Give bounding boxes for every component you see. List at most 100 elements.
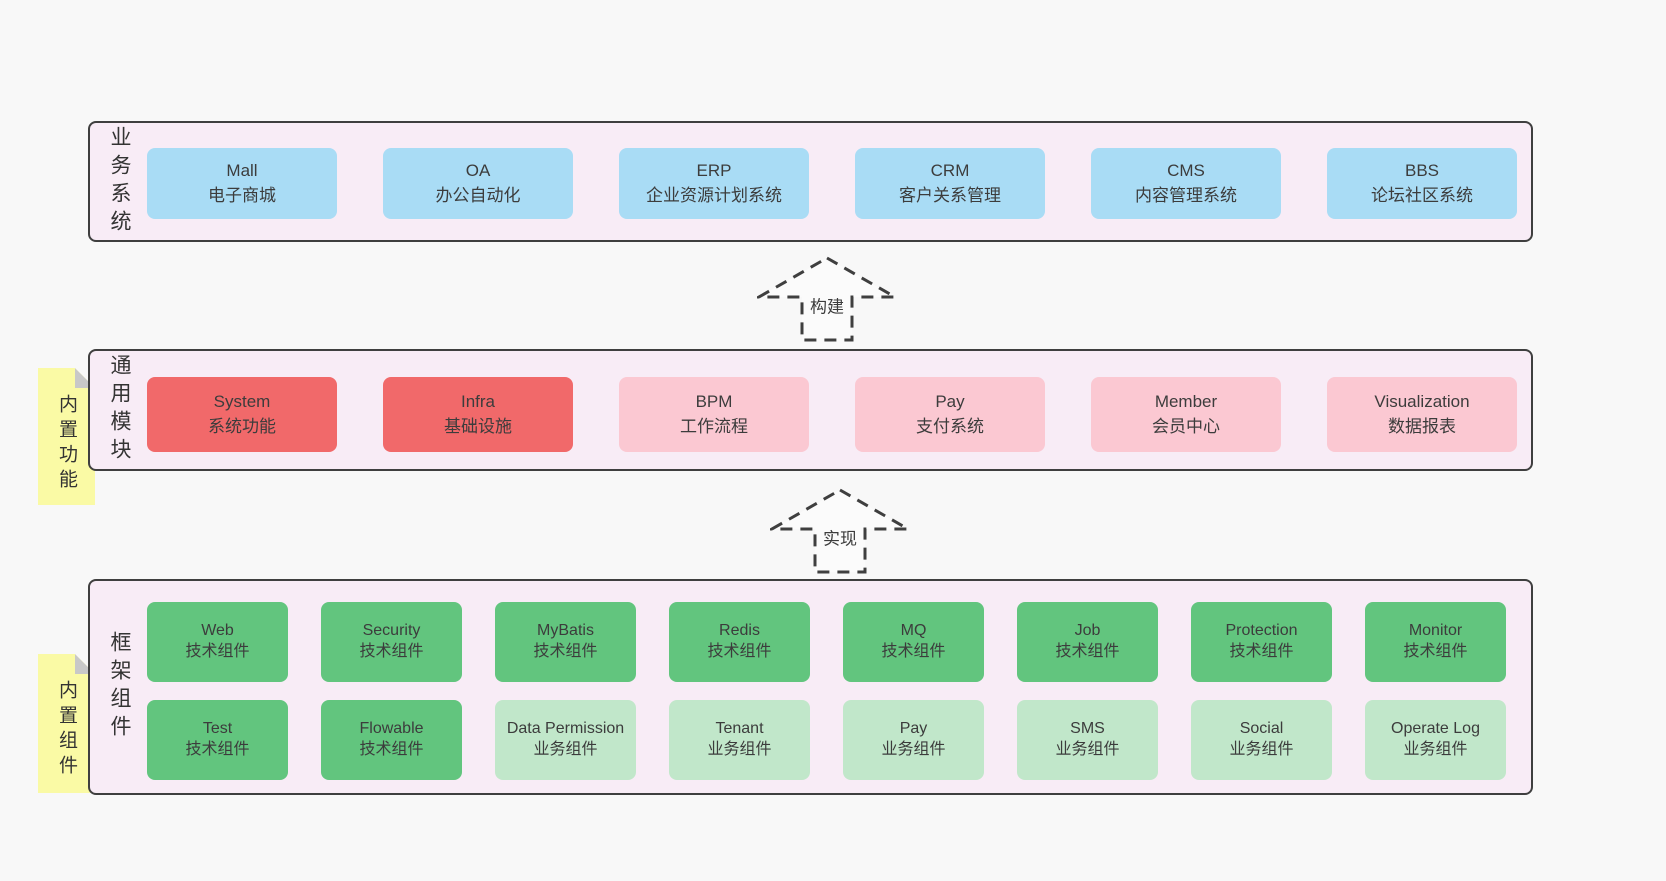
node-subtitle: 技术组件 (881, 643, 946, 660)
node-title: BPM (695, 391, 733, 411)
node-subtitle: 论坛社区系统 (1371, 185, 1473, 205)
node-title: Operate Log (1391, 720, 1480, 738)
box-row: Test 技术组件 Flowable 技术组件 Data Permission 业务组件 T… (147, 700, 1506, 780)
node-subtitle: 会员中心 (1152, 416, 1220, 436)
node-subtitle: 技术组件 (185, 643, 250, 660)
node-title: MQ (900, 622, 927, 640)
node-web: Web 技术组件 (147, 602, 288, 682)
node-subtitle: 业务组件 (1403, 741, 1468, 758)
arrow-label: 构建 (808, 291, 846, 319)
node-system: System 系统功能 (147, 377, 337, 452)
node-title: Visualization (1374, 391, 1470, 411)
node-test: Test 技术组件 (147, 700, 288, 780)
node-subtitle: 基础设施 (444, 416, 512, 436)
node-title: Infra (460, 391, 496, 411)
arrow-implement: 实现 (770, 488, 910, 574)
node-title: ERP (696, 160, 732, 180)
tier-label: 通用模块 (108, 354, 131, 466)
node-mq: MQ 技术组件 (843, 602, 984, 682)
node-data-permission: Data Permission 业务组件 (495, 700, 636, 780)
node-subtitle: 技术组件 (1229, 643, 1294, 660)
node-bpm: BPM 工作流程 (619, 377, 809, 452)
node-subtitle: 技术组件 (359, 741, 424, 758)
node-pay: Pay 支付系统 (855, 377, 1045, 452)
node-subtitle: 技术组件 (185, 741, 250, 758)
tier-rows: System 系统功能 Infra 基础设施 BPM 工作流程 Pay 支付系统 Member 会… (147, 377, 1517, 452)
node-oa: OA 办公自动化 (383, 148, 573, 219)
node-title: CRM (930, 160, 970, 180)
node-redis: Redis 技术组件 (669, 602, 810, 682)
node-subtitle: 客户关系管理 (899, 185, 1001, 205)
box-row: System 系统功能 Infra 基础设施 BPM 工作流程 Pay 支付系统 Member 会… (147, 377, 1517, 452)
node-subtitle: 工作流程 (680, 416, 748, 436)
node-subtitle: 业务组件 (1055, 741, 1120, 758)
arrow-build: 构建 (757, 256, 897, 342)
node-protection: Protection 技术组件 (1191, 602, 1332, 682)
node-security: Security 技术组件 (321, 602, 462, 682)
node-crm: CRM 客户关系管理 (855, 148, 1045, 219)
note-label: 内置功能 (56, 394, 77, 494)
node-social: Social 业务组件 (1191, 700, 1332, 780)
node-subtitle: 业务组件 (1229, 741, 1294, 758)
node-subtitle: 业务组件 (881, 741, 946, 758)
tier-rows: Mall 电子商城 OA 办公自动化 ERP 企业资源计划系统 CRM 客户关系管理 CMS 内容… (147, 148, 1517, 219)
note-label: 内置组件 (56, 680, 77, 780)
node-subtitle: 技术组件 (707, 643, 772, 660)
node-subtitle: 企业资源计划系统 (646, 185, 782, 205)
node-infra: Infra 基础设施 (383, 377, 573, 452)
node-title: Security (362, 622, 421, 640)
node-title: Tenant (715, 720, 764, 738)
tier-business-systems: 业务系统 Mall 电子商城 OA 办公自动化 ERP 企业资源计划系统 CRM 客户关系管理… (88, 121, 1533, 242)
node-title: CMS (1167, 160, 1205, 180)
node-title: SMS (1070, 720, 1105, 738)
node-title: Protection (1225, 622, 1298, 640)
node-title: Monitor (1408, 622, 1463, 640)
node-title: MyBatis (537, 622, 594, 640)
node-title: Test (202, 720, 233, 738)
node-subtitle: 办公自动化 (435, 185, 521, 205)
node-flowable: Flowable 技术组件 (321, 700, 462, 780)
tier-label: 业务系统 (108, 125, 131, 238)
node-subtitle: 技术组件 (1055, 643, 1120, 660)
node-title: System (213, 391, 271, 411)
node-title: Redis (719, 622, 760, 640)
node-title: BBS (1404, 160, 1440, 180)
node-title: Social (1239, 720, 1284, 738)
node-title: Job (1074, 622, 1101, 640)
node-subtitle: 技术组件 (1403, 643, 1468, 660)
node-subtitle: 系统功能 (208, 416, 276, 436)
node-erp: ERP 企业资源计划系统 (619, 148, 809, 219)
node-cms: CMS 内容管理系统 (1091, 148, 1281, 219)
node-subtitle: 内容管理系统 (1135, 185, 1237, 205)
node-monitor: Monitor 技术组件 (1365, 602, 1506, 682)
box-row: Mall 电子商城 OA 办公自动化 ERP 企业资源计划系统 CRM 客户关系管理 CMS 内容… (147, 148, 1517, 219)
node-subtitle: 技术组件 (533, 643, 598, 660)
tier-common-modules: 通用模块 System 系统功能 Infra 基础设施 BPM 工作流程 Pay 支付系统 Me… (88, 349, 1533, 471)
node-title: Pay (935, 391, 965, 411)
node-title: Flowable (359, 720, 424, 738)
node-subtitle: 数据报表 (1388, 416, 1456, 436)
node-title: OA (465, 160, 491, 180)
sticky-note-builtin-components: 内置组件 (38, 654, 95, 793)
node-member: Member 会员中心 (1091, 377, 1281, 452)
node-visualization: Visualization 数据报表 (1327, 377, 1517, 452)
node-bbs: BBS 论坛社区系统 (1327, 148, 1517, 219)
node-subtitle: 电子商城 (208, 185, 276, 205)
node-mybatis: MyBatis 技术组件 (495, 602, 636, 682)
node-title: Data Permission (506, 720, 625, 738)
node-subtitle: 业务组件 (533, 741, 598, 758)
sticky-note-builtin-features: 内置功能 (38, 368, 95, 505)
node-subtitle: 支付系统 (916, 416, 984, 436)
node-subtitle: 技术组件 (359, 643, 424, 660)
node-title: Web (201, 622, 234, 640)
tier-label: 框架组件 (108, 631, 131, 743)
node-title: Mall (226, 160, 258, 180)
node-title: Member (1154, 391, 1218, 411)
node-sms: SMS 业务组件 (1017, 700, 1158, 780)
